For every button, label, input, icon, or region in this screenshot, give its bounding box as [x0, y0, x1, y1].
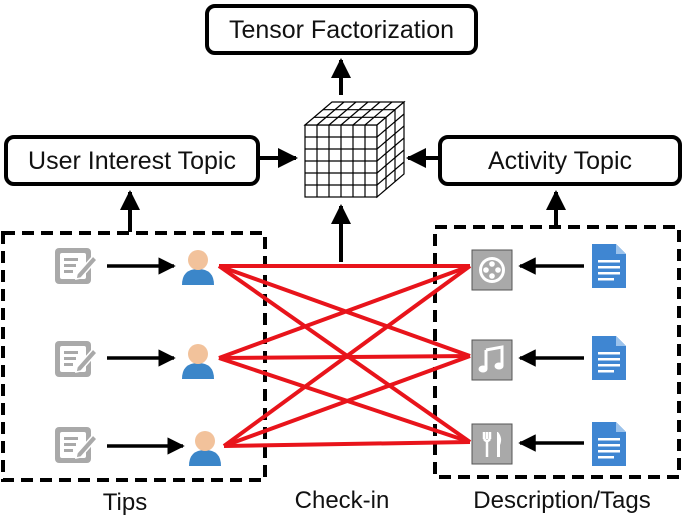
document-icon: [592, 244, 626, 288]
document-icon: [592, 336, 626, 380]
checkin-edge: [223, 440, 471, 448]
user-avatar-icon: [182, 344, 214, 379]
tensor-factorization-label: Tensor Factorization: [229, 16, 454, 44]
description-tags-caption: Description/Tags: [473, 487, 650, 514]
description-rows: [471, 244, 626, 466]
user-interest-topic-box: User Interest Topic: [4, 135, 260, 186]
edit-note-icon: [54, 340, 98, 378]
tips-caption: Tips: [103, 489, 147, 516]
checkin-edges: [217, 264, 472, 448]
flow-arrows: [120, 58, 566, 262]
checkin-edge: [218, 264, 471, 360]
document-icon: [592, 422, 626, 466]
edit-note-icon: [54, 426, 98, 464]
activity-topic-label: Activity Topic: [488, 147, 632, 175]
checkin-edge: [222, 264, 472, 448]
fork-knife-icon: [471, 423, 513, 465]
tips-rows: [54, 247, 221, 466]
checkin-edge: [223, 354, 471, 448]
user-interest-topic-label: User Interest Topic: [28, 147, 236, 175]
user-avatar-icon: [189, 431, 221, 466]
checkin-edge: [217, 264, 472, 444]
music-note-icon: [471, 339, 513, 381]
tensor-factorization-box: Tensor Factorization: [205, 4, 478, 55]
movie-reel-icon: [471, 249, 513, 291]
user-avatar-icon: [182, 250, 214, 285]
activity-topic-box: Activity Topic: [438, 135, 682, 186]
tensor-cube-icon: [303, 100, 406, 199]
edit-note-icon: [54, 247, 98, 285]
checkin-caption: Check-in: [295, 487, 390, 514]
description-group-box: [433, 225, 681, 479]
